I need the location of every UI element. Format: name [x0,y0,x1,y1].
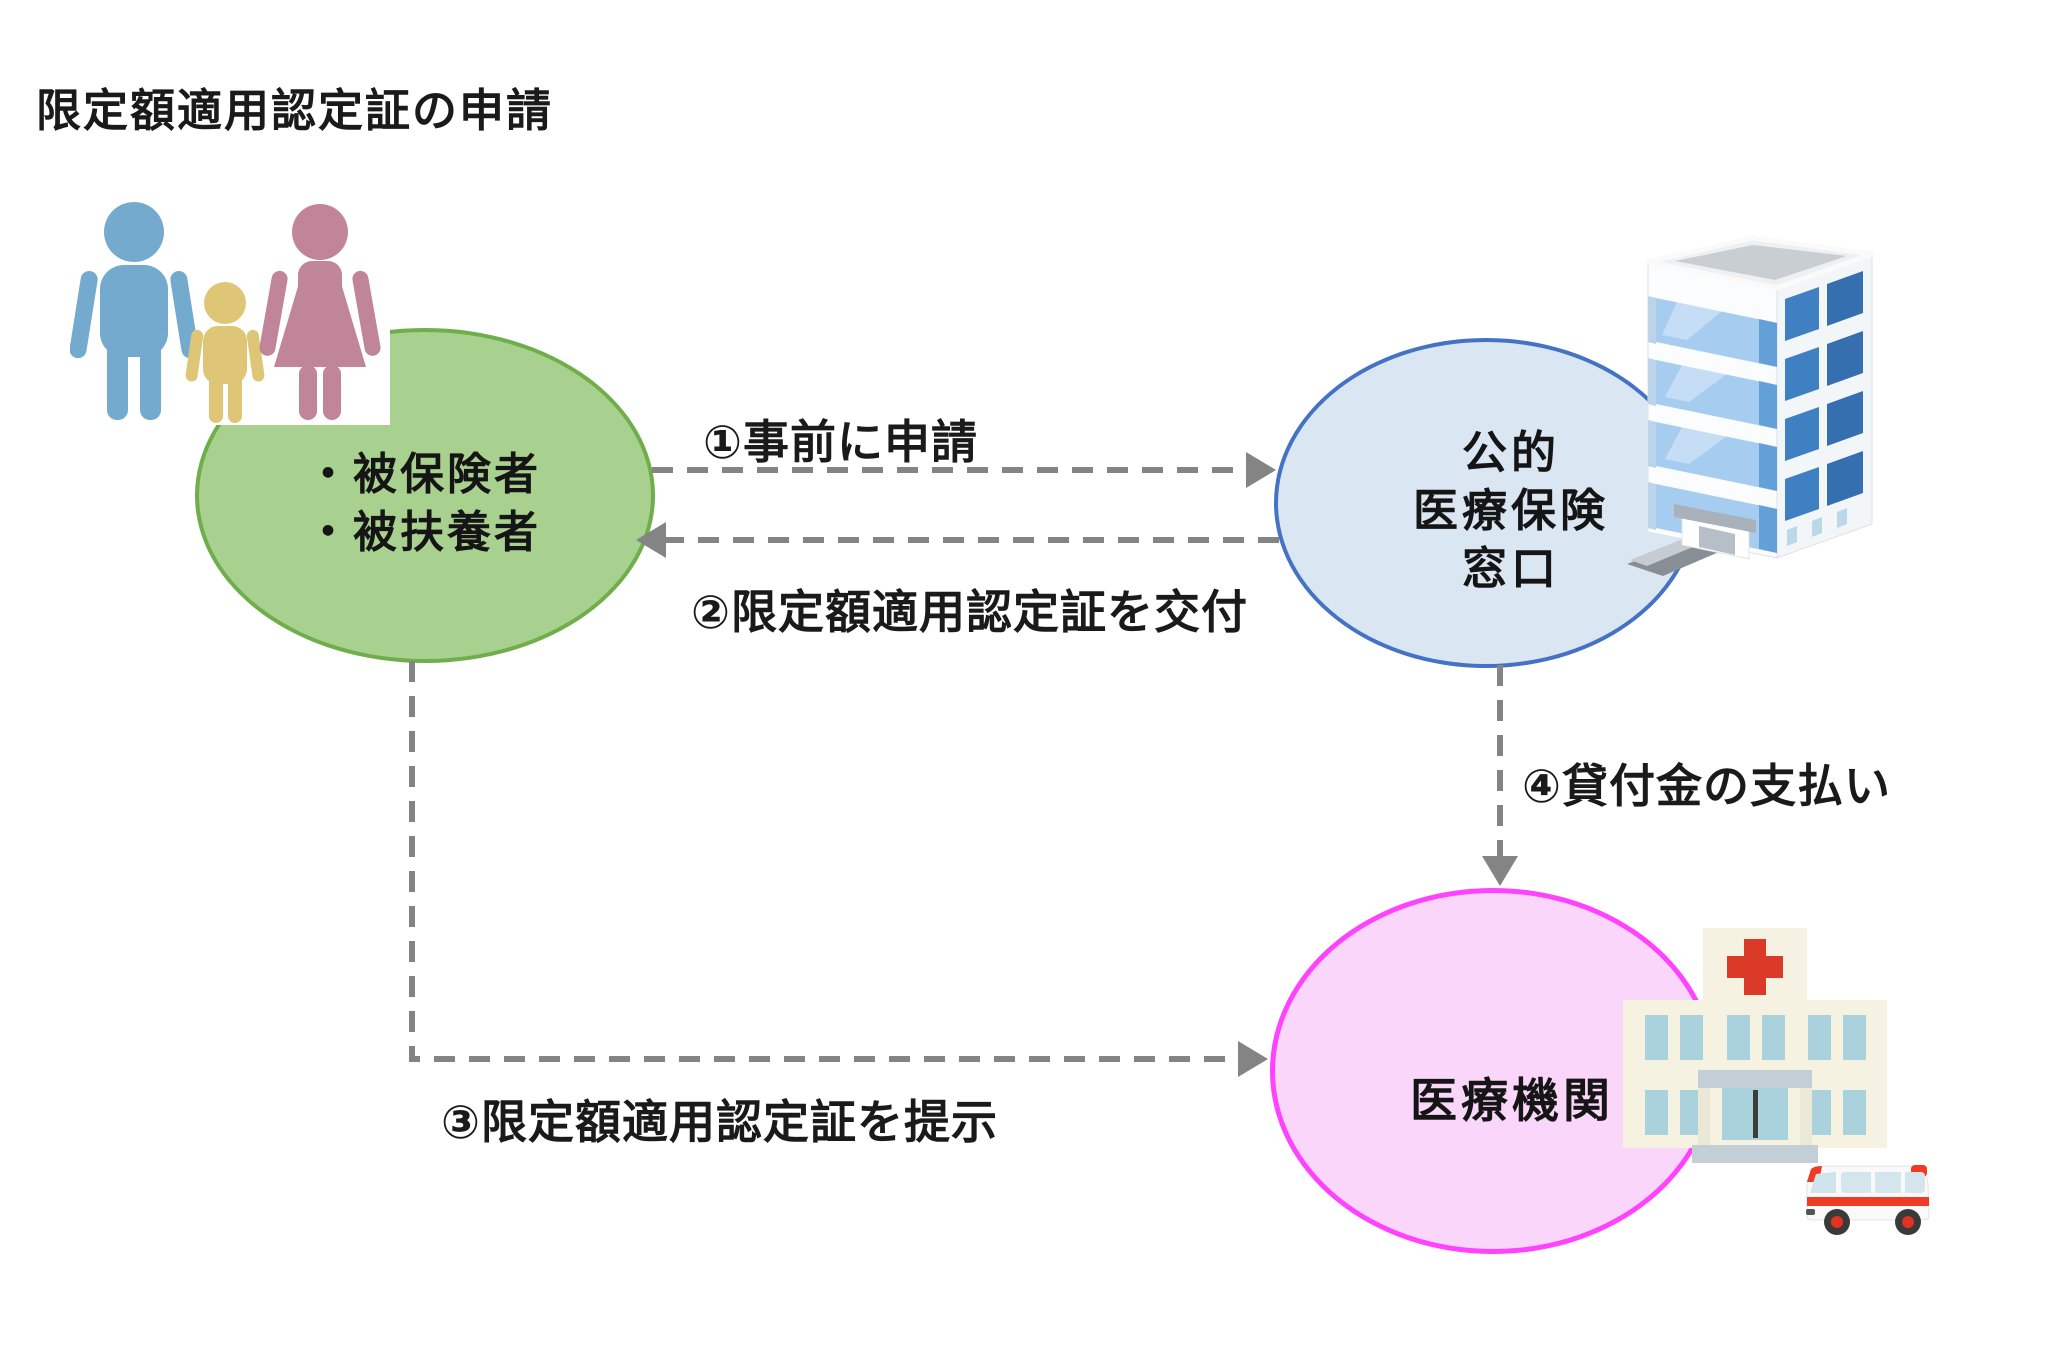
office-building-icon [1627,235,1875,576]
ambulance-icon [1806,1165,1930,1235]
public-insurance-node-text: 公的 医療保険 窓口 [1296,424,1726,598]
insurance-line-2: 医療保険 [1412,485,1609,536]
hospital-icon [1623,928,1887,1163]
ambulance-shapes [1806,1165,1930,1235]
woman-icon [259,204,381,420]
insurance-line-3: 窓口 [1461,543,1560,594]
arrow-step2-head [636,522,666,558]
page-title: 限定額適用認定証の申請 [36,85,554,136]
arrow-step3-head [1238,1041,1268,1077]
arrow-step4-head [1482,856,1518,886]
arrow-step4-label: ④貸付金の支払い [1522,760,1891,812]
insurance-line-1: 公的 [1461,427,1560,478]
insured-node-text: ・被保険者 ・被扶養者 [306,446,541,562]
arrow-step1-label: ①事前に申請 [703,416,978,468]
arrow-step3-label: ③限定額適用認定証を提示 [441,1096,998,1148]
family-icon [70,195,390,425]
child-icon [185,282,265,423]
arrow-step3-line [409,661,1240,1062]
medical-institution-node-text: 医療機関 [1410,1074,1614,1127]
node-public-insurance-ellipse [1274,338,1698,668]
insured-line-1: ・被保険者 [306,450,541,499]
office-building-shapes [1627,235,1875,576]
arrow-step2-label: ②限定額適用認定証を交付 [691,586,1248,638]
arrow-step1-head [1246,452,1276,488]
hospital-shapes [1623,928,1887,1163]
insured-line-2: ・被扶養者 [306,508,541,557]
